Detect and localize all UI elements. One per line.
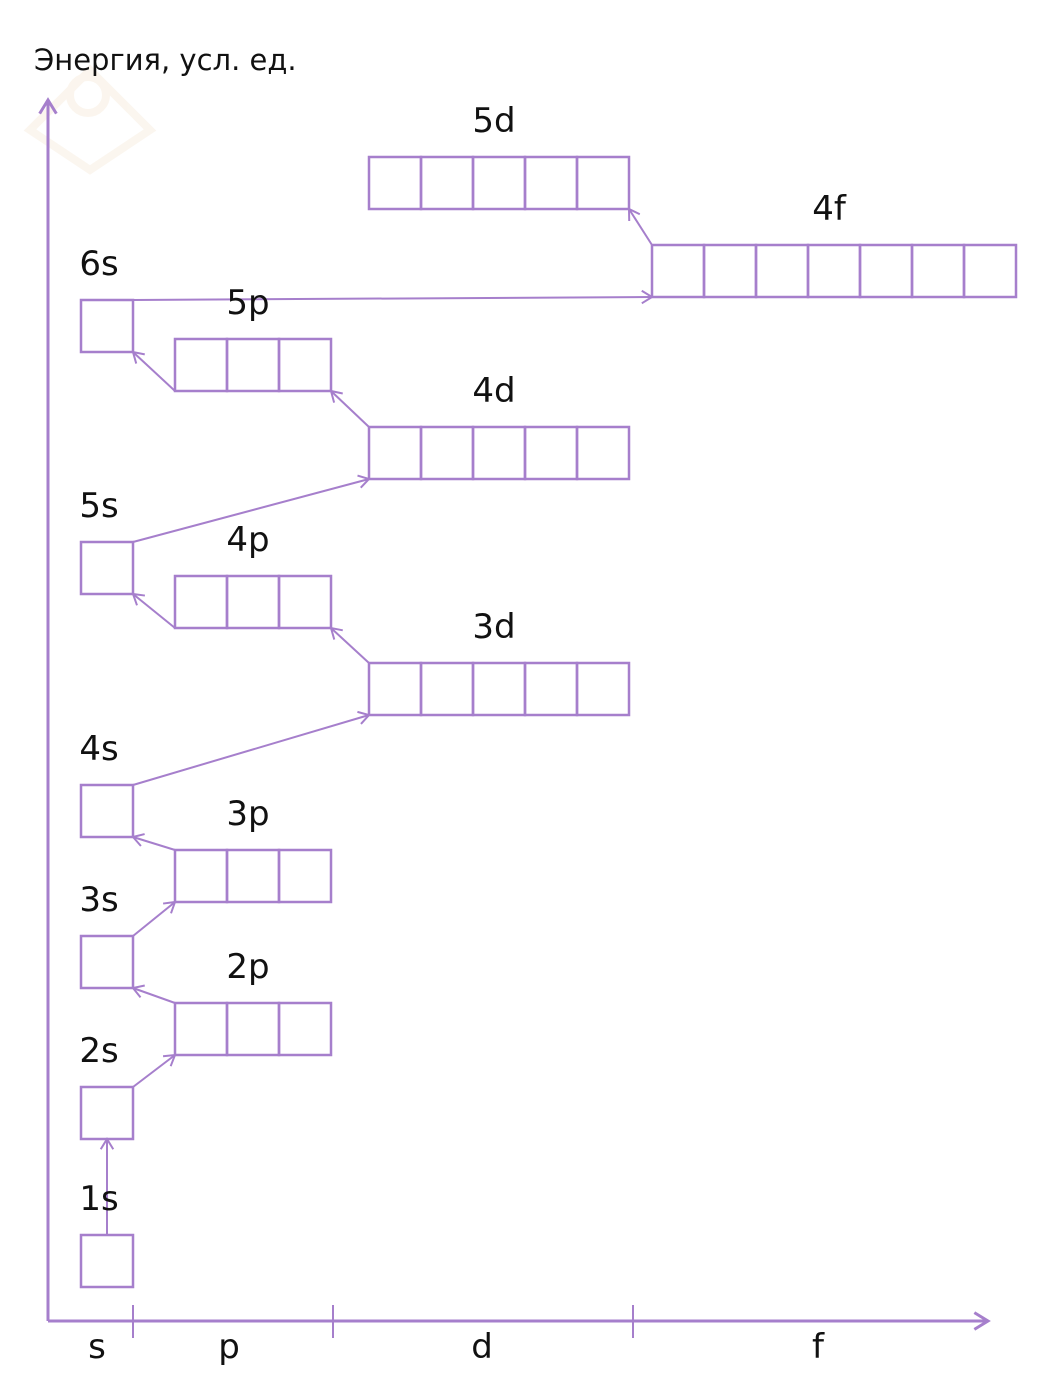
orbital-label: 5d — [472, 101, 515, 141]
orbital-5s: 5s — [79, 486, 135, 596]
orbital-label: 3s — [79, 880, 118, 920]
axis-label-s: s — [88, 1327, 106, 1367]
orbital-cell — [173, 337, 229, 393]
orbital-label: 3p — [226, 794, 269, 834]
orbital-cell — [650, 243, 706, 299]
orbital-cell — [702, 243, 758, 299]
energy-axis-head — [38, 97, 58, 115]
orbital-cell — [173, 848, 229, 904]
orbital-cell — [575, 155, 631, 211]
orbital-4d: 4d — [367, 371, 631, 481]
orbital-cell — [523, 425, 579, 481]
orbital-label: 4p — [226, 520, 269, 560]
arrow-2s-to-2p — [132, 1054, 176, 1088]
orbital-cell — [277, 1001, 333, 1057]
orbital-2s: 2s — [79, 1031, 135, 1141]
orbital-label: 1s — [79, 1179, 118, 1219]
orbital-cell — [419, 155, 475, 211]
orbital-2p: 2p — [173, 947, 333, 1057]
orbital-label: 4d — [472, 371, 515, 411]
orbital-5p: 5p — [173, 283, 333, 393]
fill-order-arrows — [99, 207, 654, 1235]
axis-label-f: f — [812, 1327, 825, 1367]
orbital-6s: 6s — [79, 244, 135, 354]
orbital-cell — [367, 425, 423, 481]
orbital-cell — [225, 574, 281, 630]
orbital-4s: 4s — [79, 729, 135, 839]
orbital-3p: 3p — [173, 794, 333, 904]
orbital-cell — [79, 1233, 135, 1289]
orbital-cell — [471, 661, 527, 717]
orbitals: 1s 2s 2p 3s 3p 4s 3d 4p 5s 4d 5p 6s 4f 5d — [79, 101, 1018, 1289]
orbital-cell — [367, 661, 423, 717]
orbital-cell — [79, 1085, 135, 1141]
orbital-cell — [806, 243, 862, 299]
arrow-3s-to-3p — [132, 901, 176, 937]
orbital-cell — [225, 337, 281, 393]
orbital-cell — [858, 243, 914, 299]
sublevel-axis-head — [973, 1311, 991, 1331]
orbital-cell — [79, 783, 135, 839]
orbital-1s: 1s — [79, 1179, 135, 1289]
orbital-cell — [277, 848, 333, 904]
arrow-4p-to-5s — [132, 593, 176, 629]
orbital-label: 6s — [79, 244, 118, 284]
orbital-label: 3d — [472, 607, 515, 647]
orbital-cell — [173, 1001, 229, 1057]
orbital-4p: 4p — [173, 520, 333, 630]
orbital-cell — [754, 243, 810, 299]
arrow-5p-to-6s — [132, 351, 176, 392]
orbital-cell — [419, 425, 475, 481]
orbital-cell — [962, 243, 1018, 299]
orbital-label: 4f — [812, 189, 847, 229]
watermark-logo — [23, 64, 157, 175]
orbital-cell — [523, 155, 579, 211]
orbital-cell — [910, 243, 966, 299]
arrow-6s-to-4f — [132, 296, 653, 301]
orbital-cell — [471, 155, 527, 211]
orbital-cell — [575, 425, 631, 481]
orbital-label: 2s — [79, 1031, 118, 1071]
orbital-cell — [575, 661, 631, 717]
orbital-label: 2p — [226, 947, 269, 987]
arrow-2p-to-3s — [132, 987, 176, 1004]
arrow-4f-to-5d — [628, 208, 653, 246]
orbital-cell — [79, 298, 135, 354]
orbital-cell — [277, 337, 333, 393]
orbital-label: 4s — [79, 729, 118, 769]
arrow-5s-to-4d — [132, 478, 370, 543]
orbital-label: 5s — [79, 486, 118, 526]
axis-label-p: p — [218, 1327, 240, 1367]
arrow-4s-to-3d — [132, 714, 370, 786]
orbital-cell — [277, 574, 333, 630]
orbital-3d: 3d — [367, 607, 631, 717]
axis-title: Энергия, усл. ед. — [34, 43, 297, 77]
orbital-cell — [523, 661, 579, 717]
orbital-cell — [79, 540, 135, 596]
orbital-cell — [367, 155, 423, 211]
orbital-cell — [225, 848, 281, 904]
orbital-4f: 4f — [650, 189, 1018, 299]
orbital-cell — [471, 425, 527, 481]
orbital-label: 5p — [226, 283, 269, 323]
arrow-3d-to-4p — [330, 627, 370, 664]
orbital-cell — [419, 661, 475, 717]
arrow-4d-to-5p — [330, 390, 370, 428]
orbital-cell — [225, 1001, 281, 1057]
axis-label-d: d — [471, 1327, 493, 1367]
orbital-3s: 3s — [79, 880, 135, 990]
orbital-cell — [79, 934, 135, 990]
orbital-cell — [173, 574, 229, 630]
arrow-3p-to-4s — [132, 836, 176, 851]
orbital-5d: 5d — [367, 101, 631, 211]
